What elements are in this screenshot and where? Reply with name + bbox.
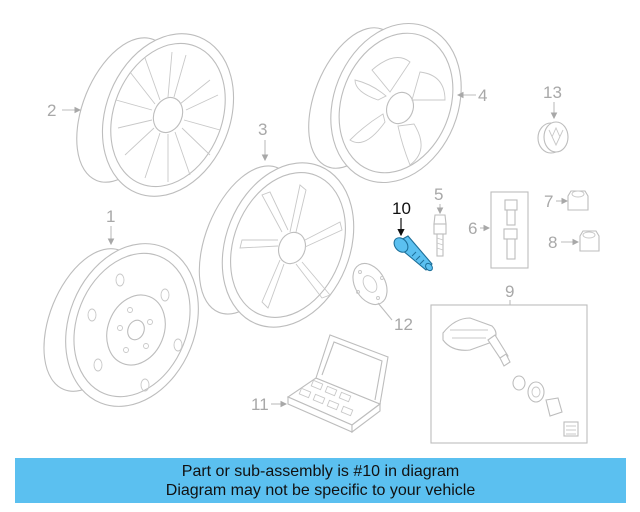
callout-6: 6: [468, 219, 491, 238]
callout-4: 4: [456, 86, 487, 105]
banner-line-2: Diagram may not be specific to your vehi…: [165, 481, 476, 499]
wheel-bolt-5[interactable]: [433, 214, 447, 257]
tpms-sensor-9[interactable]: [430, 304, 588, 444]
sensor-plate-12[interactable]: [346, 257, 394, 310]
info-banner: Part or sub-assembly is #10 in diagram D…: [15, 458, 626, 503]
alloy-wheel-3[interactable]: [180, 143, 377, 347]
center-cap-13[interactable]: [537, 121, 569, 154]
callout-label-3: 3: [258, 120, 267, 139]
callout-label-5: 5: [434, 185, 443, 204]
callout-label-9: 9: [505, 282, 514, 301]
callout-11: 11: [251, 395, 288, 414]
callout-5: 5: [434, 185, 443, 215]
callout-label-2: 2: [47, 101, 56, 120]
lock-bolt-set-6[interactable]: [490, 191, 529, 269]
callout-label-4: 4: [478, 86, 487, 105]
callout-label-6: 6: [468, 219, 477, 238]
repair-kit-11[interactable]: [286, 334, 389, 434]
callout-label-7: 7: [544, 192, 553, 211]
alloy-wheel-4[interactable]: [290, 4, 484, 203]
callout-label-12: 12: [394, 315, 413, 334]
callout-label-13: 13: [543, 83, 562, 102]
callout-3: 3: [258, 120, 269, 162]
valve-stem-10[interactable]: [391, 235, 434, 272]
callout-label-11: 11: [251, 395, 269, 414]
callout-2: 2: [47, 101, 82, 120]
callout-1: 1: [106, 207, 115, 246]
callout-13: 13: [543, 83, 562, 120]
callout-label-10: 10: [392, 199, 411, 218]
callout-9: 9: [505, 282, 514, 305]
callout-label-1: 1: [106, 207, 115, 226]
callout-7: 7: [544, 192, 569, 211]
callout-10: 10: [392, 199, 411, 237]
callout-label-8: 8: [548, 233, 557, 252]
nut-cap-8[interactable]: [579, 230, 600, 252]
banner-line-1: Part or sub-assembly is #10 in diagram: [181, 462, 460, 480]
callout-12: 12: [377, 302, 413, 334]
callout-8: 8: [548, 233, 580, 252]
alloy-wheel-2[interactable]: [58, 14, 257, 216]
parts-diagram: 2 4 13 3: [25, 4, 600, 444]
steel-wheel-1[interactable]: [25, 224, 222, 427]
nut-cap-7[interactable]: [567, 190, 589, 211]
